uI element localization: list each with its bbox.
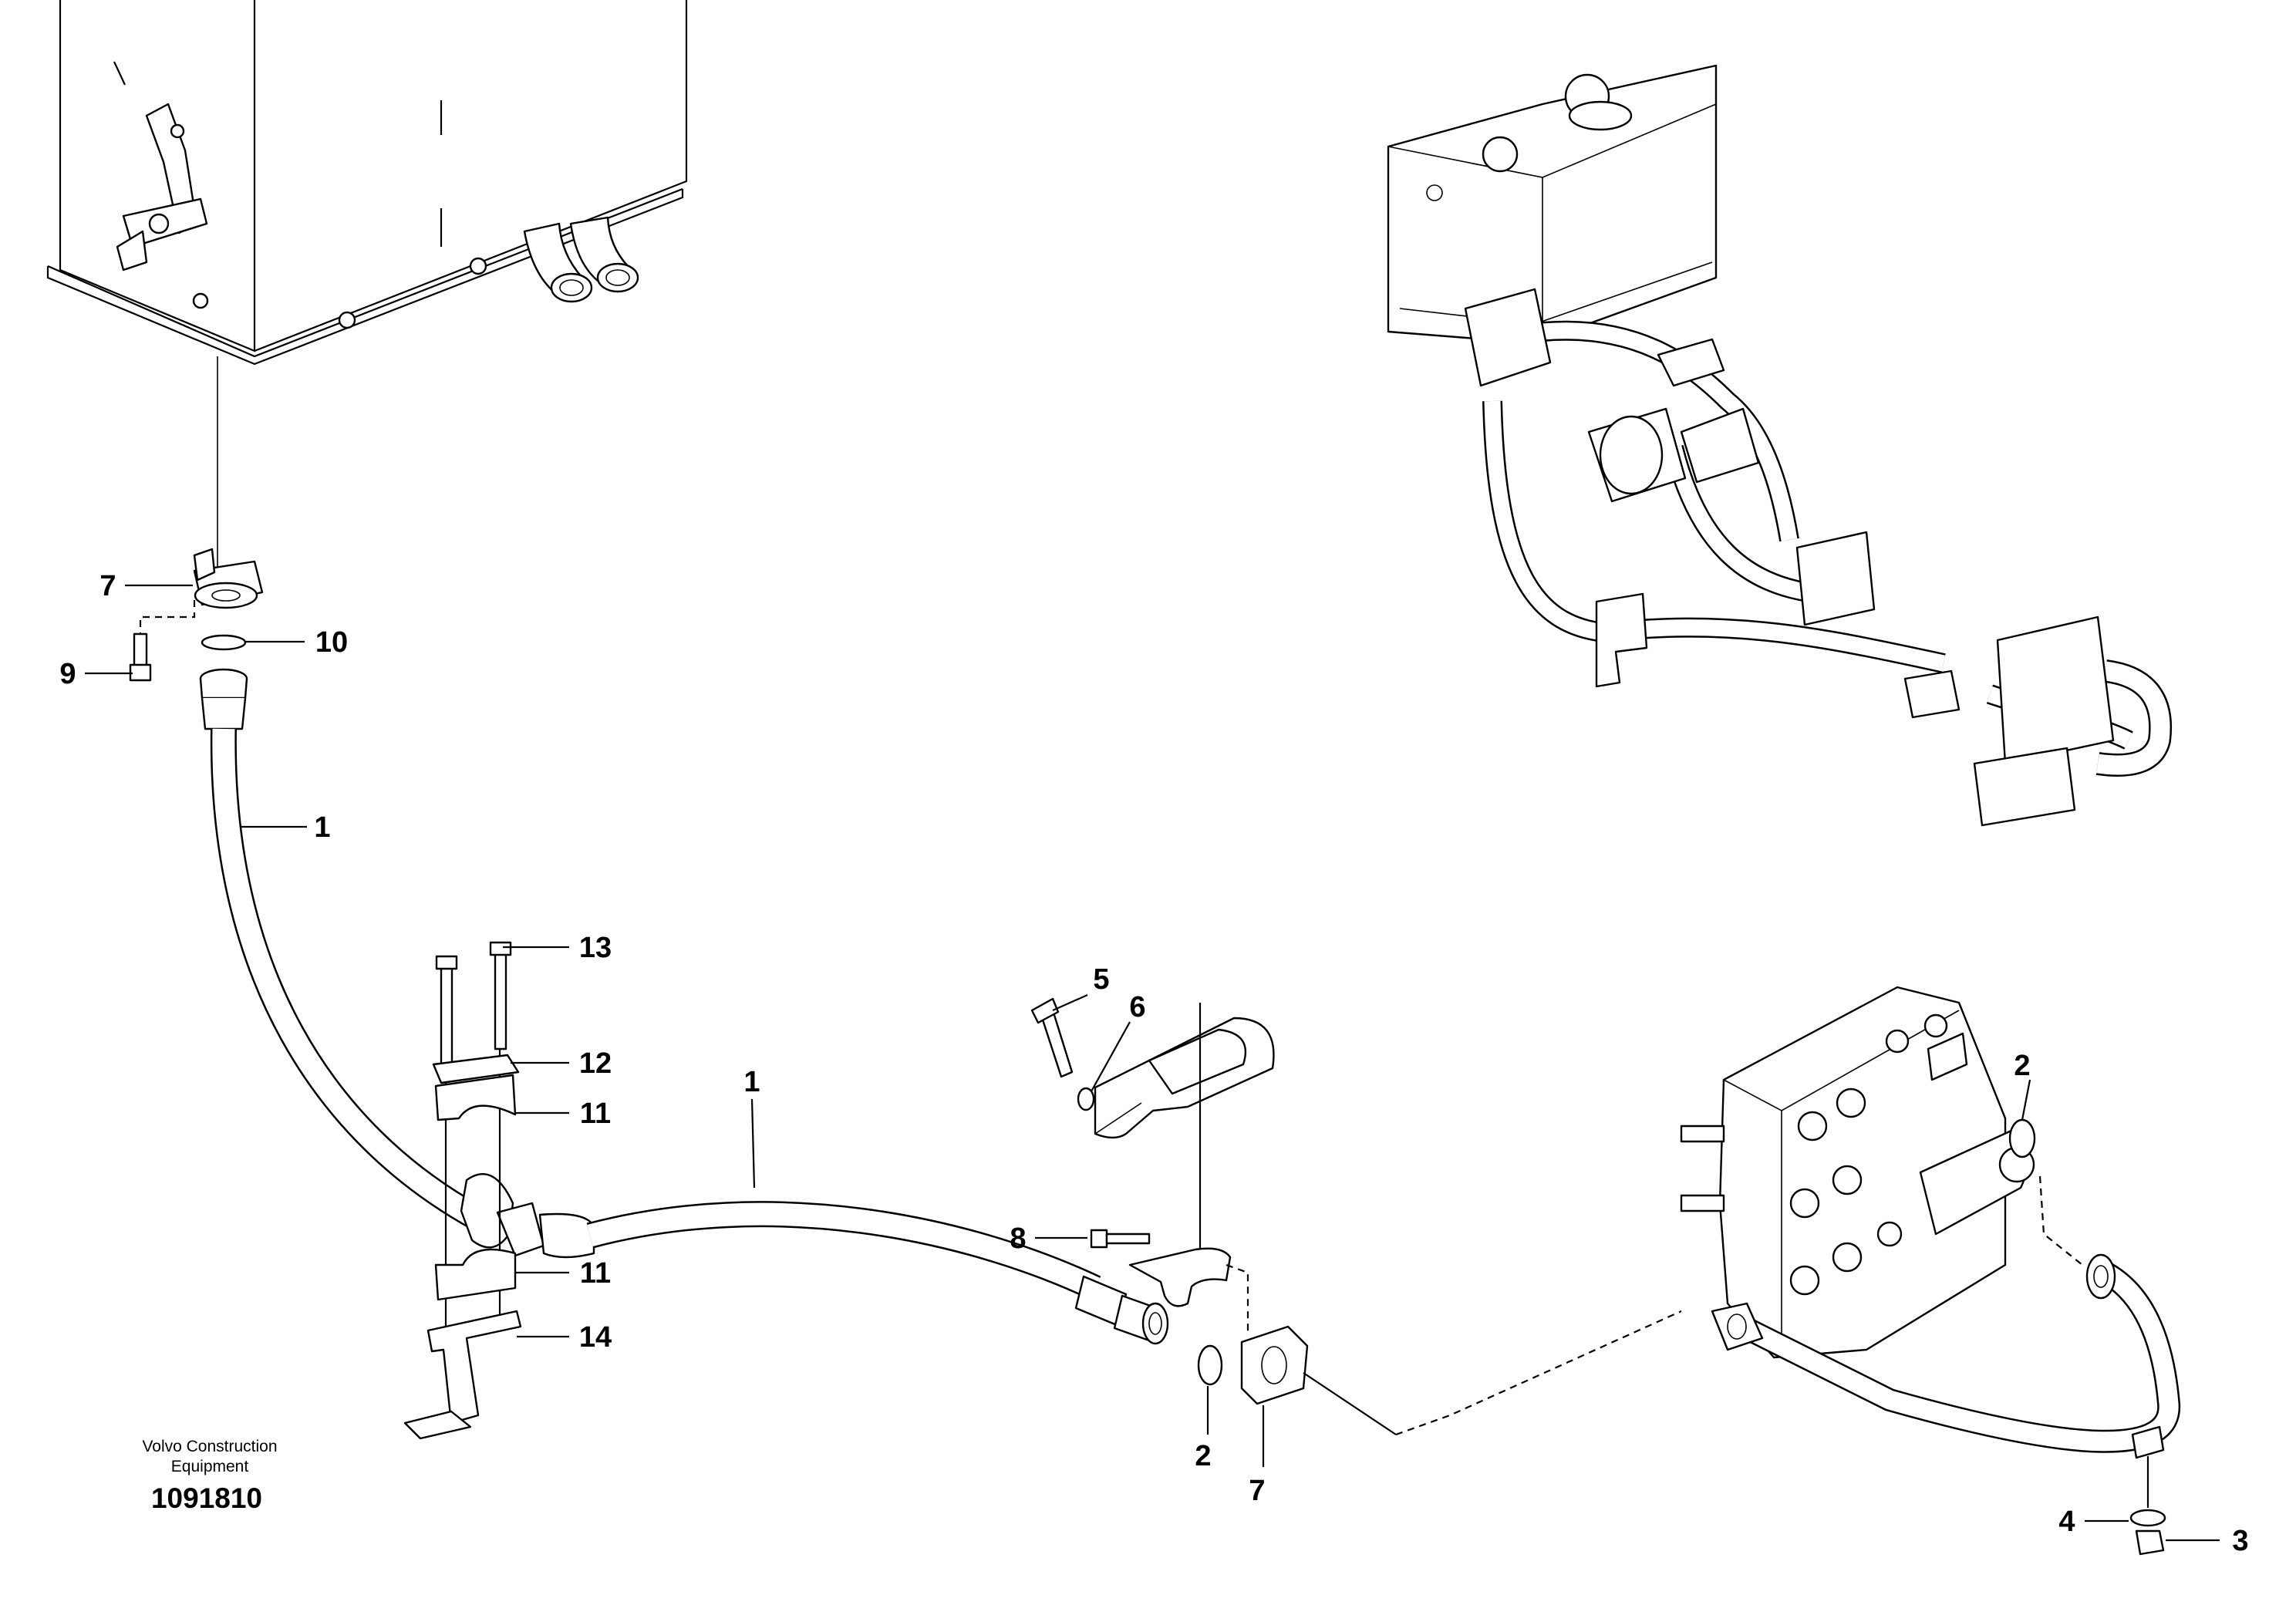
assembly-overview-illustration: [1387, 64, 2173, 827]
callout-1-hose-middle: 1: [743, 1066, 760, 1098]
callout-11-upper: 11: [580, 1098, 611, 1130]
brand-line-2: Equipment: [171, 1458, 249, 1475]
callout-10: 10: [315, 626, 348, 659]
hose-clamp-assembly: [403, 941, 522, 1440]
callout-14: 14: [579, 1321, 612, 1354]
callout-labels: 7 9 10 1 13 12 11 11 14 1 5 6 8 2 7 2 4 …: [59, 570, 2248, 1557]
callout-3: 3: [2232, 1525, 2248, 1557]
callout-12: 12: [579, 1047, 612, 1080]
leader-lines: [85, 584, 2220, 1542]
callout-2-center: 2: [1195, 1440, 1211, 1472]
callout-7-top-left: 7: [99, 570, 116, 602]
callout-4: 4: [2058, 1506, 2075, 1538]
hose-assembly: [210, 728, 1169, 1345]
brand-line-1: Volvo Construction: [142, 1438, 277, 1455]
control-valve-detail: [1680, 986, 2181, 1556]
callout-6: 6: [1129, 991, 1145, 1023]
callout-2-right: 2: [2014, 1050, 2030, 1082]
callout-11-lower: 11: [580, 1257, 611, 1290]
callout-8: 8: [1010, 1222, 1026, 1255]
support-bracket-assembly: [1030, 997, 1275, 1334]
callout-5: 5: [1093, 963, 1109, 996]
hose-end-seal-and-flange: [1197, 1310, 1682, 1436]
callout-13: 13: [579, 932, 612, 964]
callout-7-center: 7: [1249, 1475, 1265, 1507]
callout-1-hose: 1: [314, 811, 330, 844]
outlet-flange-assembly: [129, 548, 264, 730]
callout-9: 9: [59, 658, 76, 690]
hydraulic-tank-detail: [46, 0, 688, 590]
document-number: 1091810: [151, 1482, 262, 1514]
document-footer: Volvo Construction Equipment 1091810: [142, 1438, 277, 1514]
